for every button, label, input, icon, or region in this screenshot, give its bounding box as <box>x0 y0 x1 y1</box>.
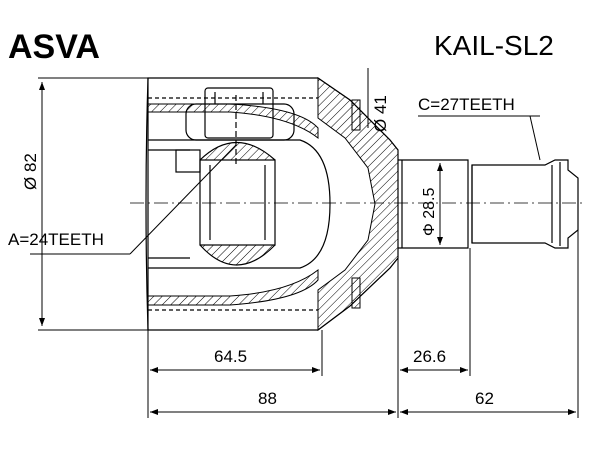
dim-seal-diameter-label: Ø 41 <box>371 95 390 132</box>
dim-64-5-label: 64.5 <box>214 347 247 366</box>
dim-shaft-diameter-label: Φ 28.5 <box>421 188 438 236</box>
leader-a-teeth <box>30 144 237 255</box>
dim-outer-diameter-label: Ø 82 <box>21 153 40 190</box>
c-teeth-label: C=27TEETH <box>418 95 515 114</box>
housing-section-hatch <box>147 77 399 331</box>
extension-lines <box>147 230 579 418</box>
housing <box>145 77 399 331</box>
brand-logo-text: ASVA <box>8 28 100 66</box>
dim-26-6-label: 26.6 <box>413 347 446 366</box>
tripod-spider <box>175 87 295 266</box>
dim-outer-diameter <box>38 77 148 331</box>
dim-88-label: 88 <box>258 389 277 408</box>
a-teeth-label: A=24TEETH <box>8 230 104 249</box>
leader-c-teeth <box>418 115 541 161</box>
part-number: KAIL-SL2 <box>434 30 554 61</box>
seal-groove <box>351 99 361 309</box>
dim-62-label: 62 <box>475 389 494 408</box>
